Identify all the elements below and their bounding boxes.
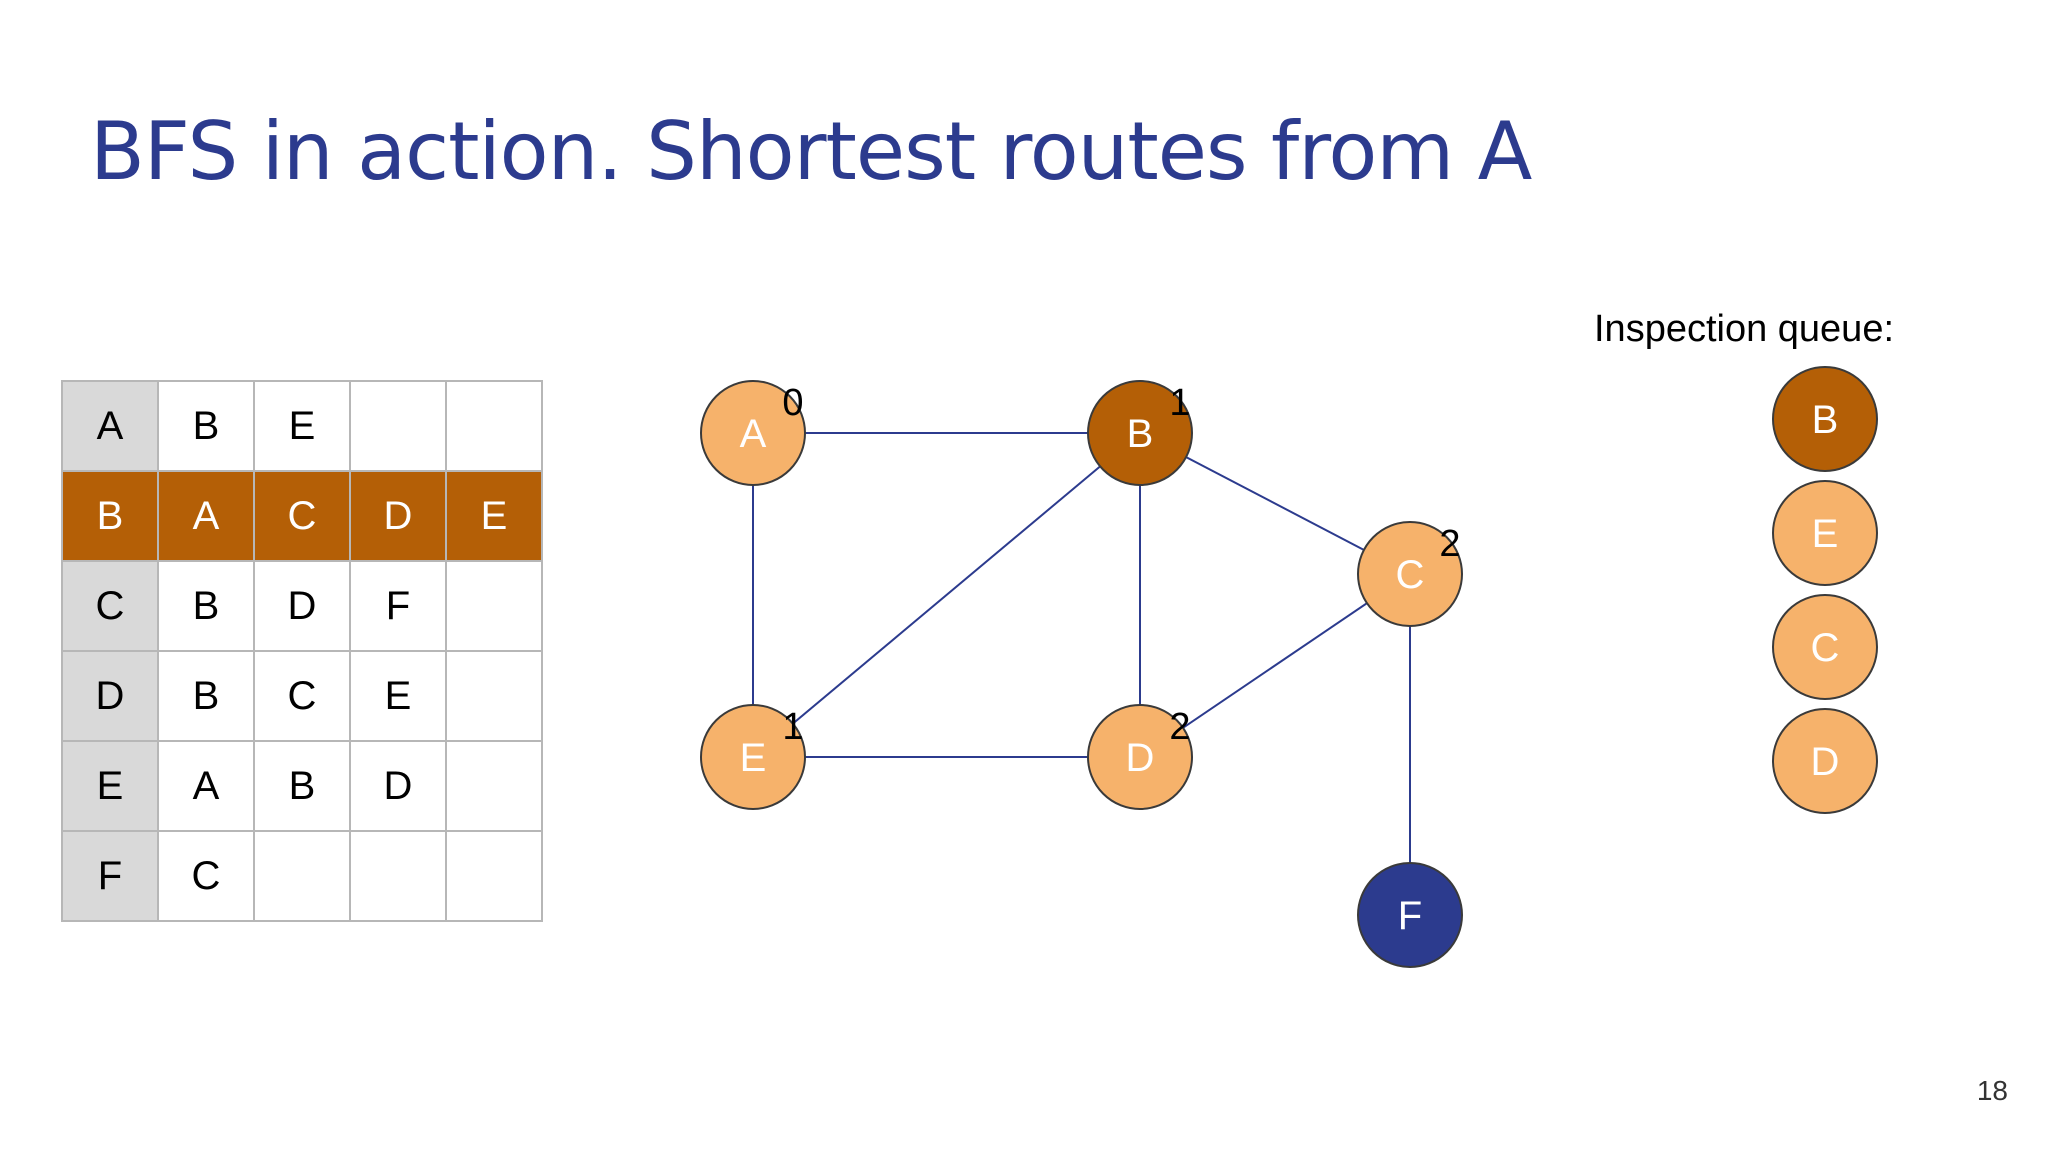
node-distance: 2 <box>1169 706 1190 748</box>
queue-item: C <box>1772 594 1878 700</box>
adjacency-cell: C <box>253 650 351 742</box>
node-f: F <box>1357 862 1463 968</box>
adjacency-row-head: D <box>61 650 159 742</box>
inspection-queue-label: Inspection queue: <box>1594 308 1895 350</box>
adjacency-cell <box>445 740 543 832</box>
node-distance: 2 <box>1439 523 1460 565</box>
adjacency-cell: A <box>157 740 255 832</box>
node-circle <box>1087 704 1193 810</box>
adjacency-row-head: C <box>61 560 159 652</box>
adjacency-cell: E <box>349 650 447 742</box>
queue-item-label: E <box>1812 512 1839 556</box>
queue-item: D <box>1772 708 1878 814</box>
adjacency-cell: E <box>445 470 543 562</box>
adjacency-cell: C <box>157 830 255 922</box>
queue-item-label: D <box>1811 740 1840 784</box>
adjacency-cell: D <box>349 740 447 832</box>
adjacency-cell <box>445 830 543 922</box>
adjacency-cell: B <box>157 380 255 472</box>
slide-title: BFS in action. Shortest routes from A <box>90 105 1532 198</box>
edge-b-e <box>752 432 1141 758</box>
node-label: E <box>740 736 767 780</box>
node-label: B <box>1127 412 1154 456</box>
adjacency-cell: A <box>157 470 255 562</box>
adjacency-cell <box>349 830 447 922</box>
node-a: A0 <box>700 380 806 486</box>
adjacency-cell: B <box>157 560 255 652</box>
node-circle <box>1357 521 1463 627</box>
node-c: C2 <box>1357 521 1463 627</box>
adjacency-cell <box>445 560 543 652</box>
adjacency-row-head: E <box>61 740 159 832</box>
node-b: B1 <box>1087 380 1193 486</box>
node-distance: 0 <box>782 382 803 424</box>
adjacency-cell: B <box>157 650 255 742</box>
adjacency-cell <box>445 650 543 742</box>
adjacency-row-head: B <box>61 470 159 562</box>
node-label: D <box>1126 736 1155 780</box>
node-circle <box>700 704 806 810</box>
queue-item-circle <box>1772 708 1878 814</box>
adjacency-cell: D <box>349 470 447 562</box>
node-distance: 1 <box>782 706 803 748</box>
node-e: E1 <box>700 704 806 810</box>
queue-item-circle <box>1772 594 1878 700</box>
queue-item-circle <box>1772 480 1878 586</box>
queue-item-circle <box>1772 366 1878 472</box>
adjacency-row-head: F <box>61 830 159 922</box>
adjacency-cell: F <box>349 560 447 652</box>
node-d: D2 <box>1087 704 1193 810</box>
adjacency-cell: C <box>253 470 351 562</box>
node-label: A <box>740 412 767 456</box>
adjacency-cell <box>445 380 543 472</box>
node-label: C <box>1396 553 1425 597</box>
adjacency-cell: D <box>253 560 351 652</box>
inspection-queue: B E C D <box>1772 366 1878 814</box>
node-circle <box>1357 862 1463 968</box>
node-circle <box>1087 380 1193 486</box>
graph-edges <box>752 432 1411 915</box>
adjacency-cell: B <box>253 740 351 832</box>
queue-item-label: B <box>1812 398 1839 442</box>
queue-item: E <box>1772 480 1878 586</box>
queue-item-label: C <box>1811 626 1840 670</box>
queue-item: B <box>1772 366 1878 472</box>
edge-d-c <box>1139 573 1411 758</box>
page-number: 18 <box>1976 1075 2008 1106</box>
adjacency-row-head: A <box>61 380 159 472</box>
node-distance: 1 <box>1169 382 1190 424</box>
adjacency-cell: E <box>253 380 351 472</box>
adjacency-cell <box>349 380 447 472</box>
node-label: F <box>1398 894 1422 938</box>
node-circle <box>700 380 806 486</box>
adjacency-cell <box>253 830 351 922</box>
